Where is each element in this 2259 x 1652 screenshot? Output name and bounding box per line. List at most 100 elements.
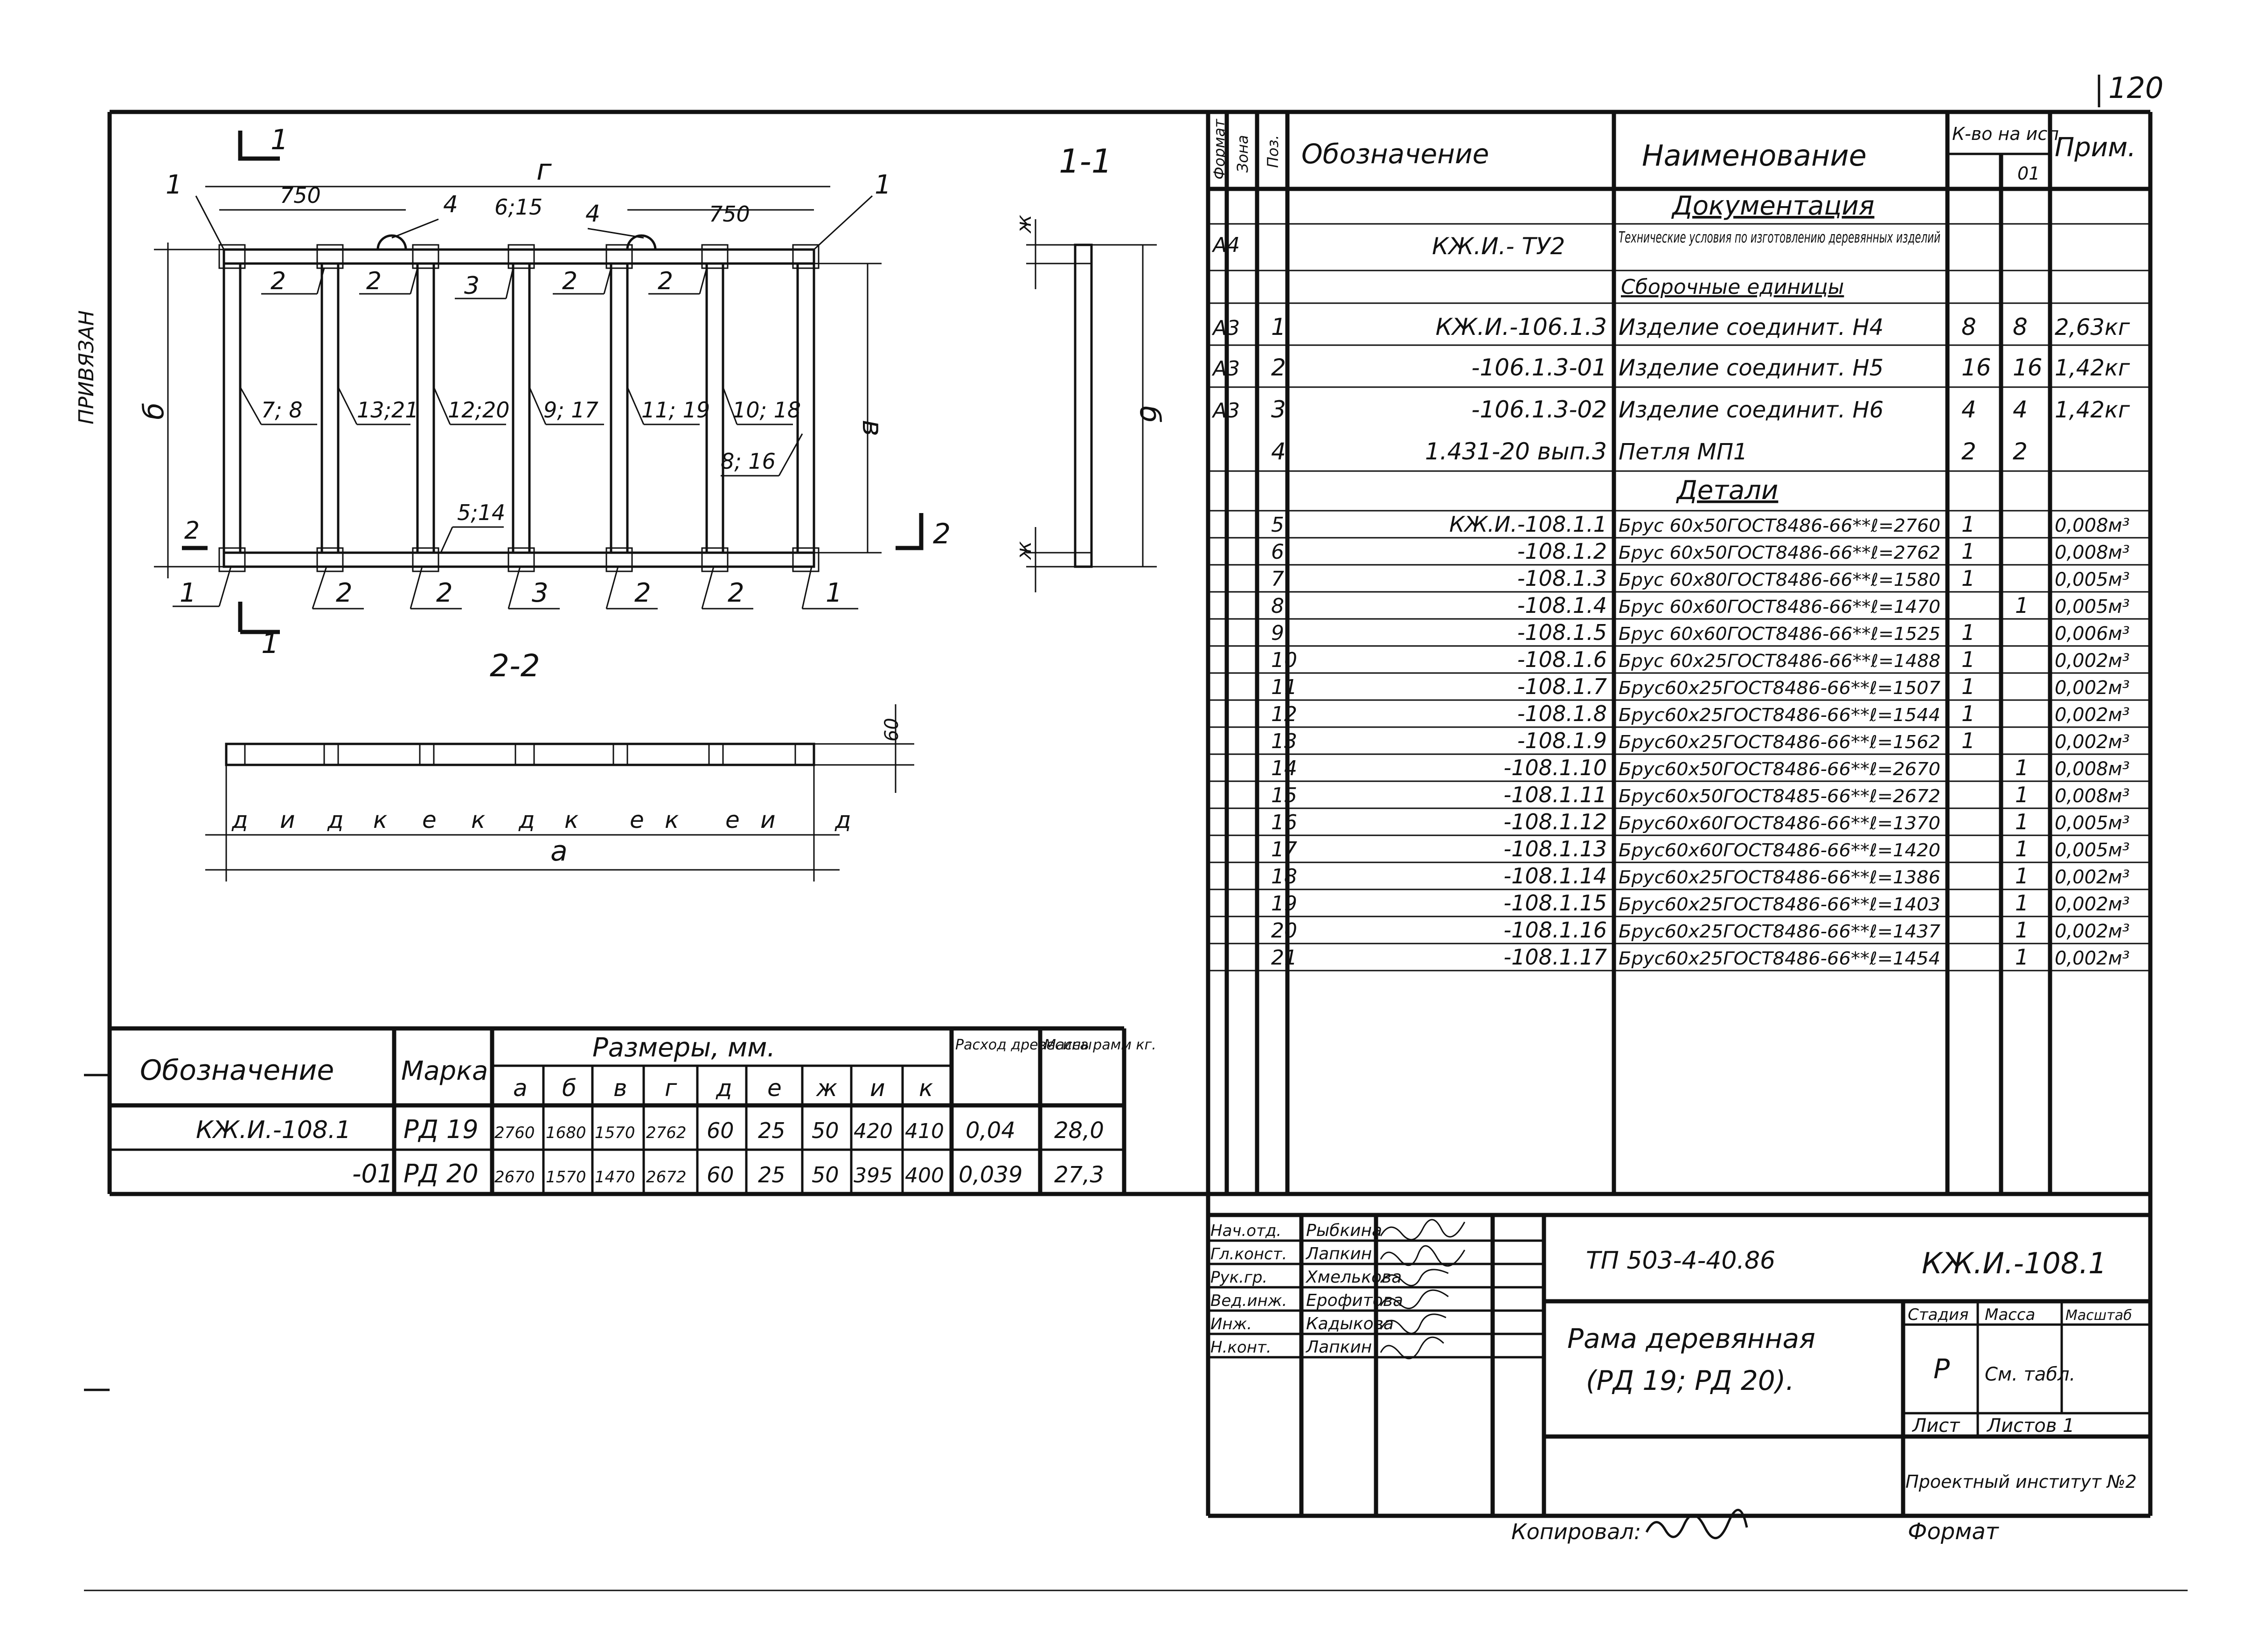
spec-detail-qty: 1 [1961,647,1975,672]
spec-detail-note: 0,002м³ [2055,704,2130,726]
tb-project-code: ТП 503-4-40.86 [1586,1247,1775,1275]
spec-section-details: Детали [1675,475,1778,506]
leader-4-right: 4 [585,200,600,227]
spec-doc-name: Технические условия по изготовлению дере… [1619,228,1940,246]
dims-r2-v: 1470 [595,1168,635,1187]
spec-detail-designation: -108.1.16 [1504,917,1607,943]
spec-detail-name: Брус60x25ГОСТ8486-66**ℓ=1386 [1619,867,1940,888]
spec-detail-pos: 5 [1271,513,1284,537]
bottom-mark-6: 2 [728,578,744,608]
bottom-beam [222,551,815,568]
plan-dim-11: е [725,806,740,833]
stud-mark-2: 13;21 [357,397,419,423]
spec-h-pos: Поз. [1264,135,1282,168]
spec-detail-pos: 13 [1271,729,1297,753]
spec-detail-designation: -108.1.9 [1517,728,1607,753]
spec-detail-qty: 1 [1961,566,1975,591]
spec-detail-designation: КЖ.И.-108.1.1 [1449,512,1607,537]
dims-row-2: -01 РД 20 2670 1570 1470 2672 60 25 50 3… [352,1159,1104,1188]
spec-doc-name-text: Технические условия по изготовлению дере… [1619,228,1940,246]
dims-r1-mark: РД 19 [403,1115,479,1144]
spec-detail-qty-01: 1 [2015,836,2029,861]
spec-h-qty: К-во на исп. [1952,124,2064,144]
spec-h-format: Формат [1210,118,1228,180]
tb-format-label: Формат [1908,1519,2000,1545]
spec-detail-note: 0,002м³ [2055,921,2130,942]
spec-asm-name: Изделие соединит. Н4 [1619,314,1884,340]
tb-scale-label: Масштаб [2065,1307,2132,1324]
spec-detail-qty: 1 [1961,674,1975,699]
spec-detail-pos: 9 [1271,621,1284,645]
spec-detail-designation: -108.1.14 [1504,863,1607,888]
spec-detail-designation: -108.1.11 [1504,782,1607,807]
spec-detail-designation: -108.1.2 [1517,539,1607,564]
lifting-loop-right [626,234,657,250]
spec-detail-designation: -108.1.6 [1517,647,1607,672]
spec-detail-pos: 20 [1271,919,1297,943]
cut-1-bottom-label: 1 [261,627,279,660]
spec-detail-pos: 10 [1271,648,1297,672]
spec-detail-qty-01: 1 [2015,944,2029,970]
spec-detail-note: 0,002м³ [2055,948,2130,969]
bottom-mark-3: 2 [436,578,453,608]
plan-dim-12: и [760,806,776,833]
copier-signature [1645,1508,1748,1539]
plan-dim-6: к [471,806,485,833]
spec-detail-qty-01: 1 [2015,809,2029,834]
dims-col-i: и [870,1075,885,1102]
dim-6-15: 6;15 [494,194,542,220]
dims-r2-d: 60 [707,1162,734,1187]
dims-header-designation: Обозначение [140,1054,334,1087]
stud-mark-5: 11; 19 [641,397,710,423]
spec-detail-name: Брус60x50ГОСТ8486-66**ℓ=2670 [1619,759,1940,779]
plan-dim-1: д [231,806,248,833]
dims-r1-b: 1680 [546,1124,586,1142]
tb-institute: Проектный институт №2 [1905,1472,2137,1492]
dims-r2-a: 2670 [494,1168,535,1187]
section-1-1-title: 1-1 [1059,142,1112,180]
top-mark-3: 3 [464,272,480,300]
spec-detail-designation: -108.1.10 [1504,755,1607,780]
spec-detail-name: Брус 60x25ГОСТ8486-66**ℓ=1488 [1619,651,1940,671]
plan-dim-7: д [518,806,535,833]
spec-doc-format: А4 [1211,233,1240,257]
dim-v-right: в [856,420,889,436]
dims-r1-designation: КЖ.И.-108.1 [196,1116,351,1144]
spec-asm-pos: 3 [1271,396,1286,423]
spec-h-qty-01: 01 [2017,163,2040,184]
spec-detail-qty: 1 [1961,512,1975,537]
dim-zh-top: ж [1012,215,1036,234]
spec-detail-qty: 1 [1961,701,1975,726]
spec-detail-pos: 19 [1271,892,1297,916]
dims-r1-zh: 50 [812,1118,839,1143]
spec-section-assemblies: Сборочные единицы [1621,275,1844,299]
leader-4-left: 4 [443,191,458,218]
spec-detail-note: 0,002м³ [2055,894,2130,915]
page-number: 120 [2098,71,2163,107]
plan-dim-10: к [665,806,679,833]
stud-mark-1: 7; 8 [261,397,303,423]
spec-detail-designation: -108.1.5 [1517,620,1607,645]
dims-col-g: г [665,1075,677,1102]
dims-header-mass: Масса рамм кг. [1044,1037,1156,1053]
dims-r1-wood: 0,04 [966,1118,1015,1144]
spec-detail-note: 0,002м³ [2055,677,2130,699]
spec-asm-designation: КЖ.И.-106.1.3 [1436,313,1607,340]
dimensions-table: Обозначение Марка Размеры, мм. Расход др… [110,1026,1156,1196]
spec-detail-pos: 21 [1271,946,1297,970]
tb-doc-code: КЖ.И.-108.1 [1922,1246,2106,1280]
spec-section-docs: Документация [1671,191,1874,221]
spec-detail-note: 0,008м³ [2055,515,2130,536]
dims-r2-i: 395 [854,1164,893,1187]
spec-detail-qty: 1 [1961,539,1975,564]
title-block: Нач.отд.РыбкинаГл.конст.ЛапкинРук.гр.Хме… [1208,1213,2150,1545]
plan-dim-2: и [280,806,295,833]
dim-750-left: 750 [280,183,321,208]
dims-col-k: к [919,1075,933,1102]
bottom-mark-1: 1 [180,578,196,608]
spec-detail-note: 0,002м³ [2055,731,2130,753]
tb-sheets-label: Листов 1 [1986,1415,2075,1437]
bottom-mark-2: 2 [336,578,353,608]
dim-b-section: б [1133,406,1166,423]
stud-mark-6: 10; 18 [732,397,801,423]
